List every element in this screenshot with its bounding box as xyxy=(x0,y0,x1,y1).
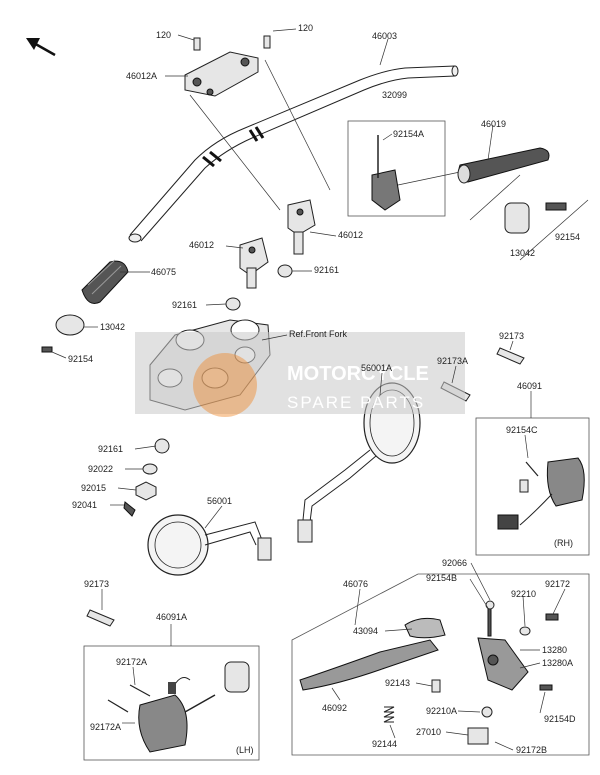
label-13280A: 13280A xyxy=(542,658,573,668)
note-lh: (LH) xyxy=(236,745,254,755)
cotter-pin xyxy=(123,501,136,517)
label-92161-lower: 92161 xyxy=(98,444,123,454)
arrow-up-left-icon xyxy=(26,38,56,57)
label-92173-right: 92173 xyxy=(499,331,524,341)
label-92161-upper: 92161 xyxy=(314,265,339,275)
watermark-box xyxy=(135,332,465,414)
label-92066: 92066 xyxy=(442,558,467,568)
label-92210: 92210 xyxy=(511,589,536,599)
cable-clamp-right xyxy=(496,347,525,365)
left-grip xyxy=(81,259,129,304)
part-46076-box xyxy=(291,573,590,756)
label-46003: 46003 xyxy=(372,31,397,41)
label-92172A-lower: 92172A xyxy=(90,722,121,732)
label-92172: 92172 xyxy=(545,579,570,589)
label-120-right: 120 xyxy=(298,23,313,33)
handlebar xyxy=(128,65,459,243)
label-32099: 32099 xyxy=(382,90,407,100)
label-56001: 56001 xyxy=(207,496,232,506)
label-92143: 92143 xyxy=(385,678,410,688)
watermark-line1: MOTORCYCLE xyxy=(287,363,429,385)
riser-right xyxy=(287,199,316,255)
cable-clamp-left xyxy=(86,609,115,627)
watermark: MOTORCYCLE SPARE PARTS xyxy=(135,332,465,417)
label-13042-right: 13042 xyxy=(510,248,535,258)
label-46092: 46092 xyxy=(322,703,347,713)
label-43094: 43094 xyxy=(353,626,378,636)
label-92154A: 92154A xyxy=(393,129,424,139)
label-92015: 92015 xyxy=(81,483,106,493)
label-92154B: 92154B xyxy=(426,573,457,583)
label-120-left: 120 xyxy=(156,30,171,40)
label-46019: 46019 xyxy=(481,119,506,129)
mirror-left xyxy=(147,514,272,576)
part-46091-box xyxy=(475,417,590,556)
label-92210A: 92210A xyxy=(426,706,457,716)
right-switch-housing xyxy=(497,457,585,530)
label-92154D: 92154D xyxy=(544,714,576,724)
right-bar-end xyxy=(469,174,589,261)
watermark-line2: SPARE PARTS xyxy=(287,393,425,412)
label-92154-right: 92154 xyxy=(555,232,580,242)
label-46012A: 46012A xyxy=(126,71,157,81)
front-fork-note: Ref.Front Fork xyxy=(289,329,348,339)
damper-lower xyxy=(154,438,170,454)
label-46012-right: 46012 xyxy=(338,230,363,240)
watermark-logo xyxy=(193,353,257,417)
label-46076: 46076 xyxy=(343,579,368,589)
label-46091A: 46091A xyxy=(156,612,187,622)
label-92041: 92041 xyxy=(72,500,97,510)
label-92161-middle: 92161 xyxy=(172,300,197,310)
label-46012-left: 46012 xyxy=(189,240,214,250)
damper-upper xyxy=(277,264,293,278)
label-92172A-upper: 92172A xyxy=(116,657,147,667)
label-92022: 92022 xyxy=(88,464,113,474)
label-92154-left: 92154 xyxy=(68,354,93,364)
upper-clamp xyxy=(184,35,331,211)
label-56001A: 56001A xyxy=(361,363,392,373)
damper-middle xyxy=(225,297,241,311)
clutch-lever xyxy=(299,600,559,745)
label-13042-left: 13042 xyxy=(100,322,125,332)
label-92154C: 92154C xyxy=(506,425,538,435)
leader-lines xyxy=(51,28,566,751)
right-grip xyxy=(457,147,550,184)
part-46091A-box xyxy=(83,645,260,761)
note-rh: (RH) xyxy=(554,538,573,548)
label-46075: 46075 xyxy=(151,267,176,277)
label-46091: 46091 xyxy=(517,381,542,391)
label-92144: 92144 xyxy=(372,739,397,749)
label-27010: 27010 xyxy=(416,727,441,737)
washer xyxy=(142,463,158,475)
riser-left xyxy=(239,237,269,289)
switch-bracket xyxy=(371,135,461,211)
left-bar-end xyxy=(41,314,85,353)
left-switch-housing xyxy=(107,661,250,753)
label-13280: 13280 xyxy=(542,645,567,655)
part-labels: 120 120 46003 46012A 32099 92154A 46019 … xyxy=(68,23,580,755)
label-92172B: 92172B xyxy=(516,745,547,755)
label-92173A: 92173A xyxy=(437,356,468,366)
part-32099-box xyxy=(347,120,446,217)
label-92173-left: 92173 xyxy=(84,579,109,589)
nut xyxy=(135,481,157,501)
